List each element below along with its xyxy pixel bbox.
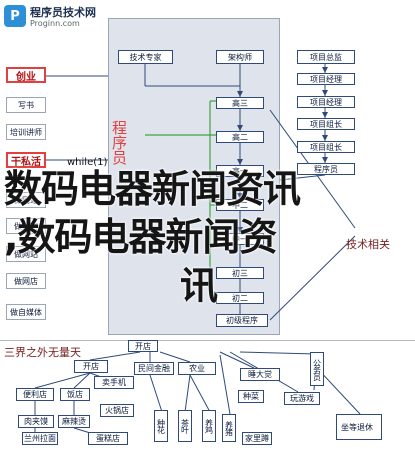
left-item-website-2: 做网站 bbox=[6, 246, 46, 262]
section-divider bbox=[0, 340, 415, 341]
while-loop-label: while(1) bbox=[67, 157, 108, 168]
logo-mark-icon: P bbox=[4, 5, 26, 27]
box-project-director: 项目总监 bbox=[297, 50, 355, 64]
box-open-shop-2: 开店 bbox=[74, 360, 108, 373]
box-programmer: 程序员 bbox=[297, 163, 355, 175]
box-lanzhou-noodles: 兰州拉面 bbox=[22, 432, 58, 445]
box-pigs: 养猪 bbox=[222, 414, 236, 442]
site-logo: P 程序员技术网 Proginn.com bbox=[2, 2, 96, 32]
overlay-title-line1: 数码电器新闻资讯 bbox=[4, 167, 301, 211]
box-malatang: 麻辣烫 bbox=[58, 415, 90, 428]
box-project-manager: 项目经理 bbox=[297, 73, 355, 85]
left-item-startup: 创业 bbox=[6, 67, 46, 83]
section-label-tech: 技术相关 bbox=[346, 238, 390, 251]
box-project-manager-2: 项目经理 bbox=[297, 96, 355, 108]
box-sleep: 睡大觉 bbox=[240, 368, 280, 381]
box-sell-phones: 卖手机 bbox=[94, 376, 134, 389]
box-mid-1: 中一 bbox=[216, 233, 264, 245]
box-senior-3: 高三 bbox=[216, 97, 264, 109]
box-team-lead-2: 项目组长 bbox=[297, 141, 355, 153]
box-retire: 坐等退休 bbox=[336, 414, 382, 440]
section-label-beyond: 三界之外无量天 bbox=[4, 346, 81, 359]
box-mid-2: 中二 bbox=[216, 199, 264, 211]
box-tech-expert: 技术专家 bbox=[118, 50, 173, 64]
logo-name: 程序员技术网 bbox=[30, 6, 96, 19]
box-agriculture: 农业 bbox=[178, 362, 216, 375]
box-junior-3: 初三 bbox=[216, 267, 264, 279]
box-stay-home: 家里蹲 bbox=[242, 432, 272, 445]
left-item-trainer: 培训讲师 bbox=[6, 124, 46, 140]
box-architect: 架构师 bbox=[216, 50, 264, 64]
box-cake-shop: 蛋糕店 bbox=[88, 432, 128, 445]
left-item-webshop: 做网店 bbox=[6, 218, 46, 234]
overlay-title-line3: 讯 bbox=[180, 264, 219, 308]
panel-vertical-label: 程序员 bbox=[110, 120, 128, 165]
box-vegetables: 种菜 bbox=[238, 390, 264, 403]
box-chicken: 养鸡 bbox=[202, 410, 216, 442]
box-tea: 茶叶 bbox=[178, 410, 192, 442]
box-convenience-store: 便利店 bbox=[16, 388, 54, 401]
box-roujiamo: 肉夹馍 bbox=[18, 415, 54, 428]
box-folk-finance: 民间金融 bbox=[134, 362, 174, 375]
box-team-lead: 项目组长 bbox=[297, 118, 355, 130]
left-item-website: 做网站 bbox=[6, 192, 46, 208]
box-play-games: 玩游戏 bbox=[284, 392, 320, 405]
box-flowers: 种花 bbox=[154, 410, 168, 442]
left-item-write-book: 写书 bbox=[6, 97, 46, 113]
overlay-title-line2: ,数码电器新闻资 bbox=[4, 215, 277, 259]
box-junior-2: 初二 bbox=[216, 292, 264, 304]
box-senior-1: 高一 bbox=[216, 165, 264, 177]
logo-domain: Proginn.com bbox=[30, 19, 80, 28]
box-restaurant: 饭店 bbox=[60, 388, 90, 401]
left-item-media: 做自媒体 bbox=[6, 304, 46, 320]
box-open-shop: 开店 bbox=[128, 340, 158, 352]
box-civil-servant: 公务员 bbox=[310, 352, 324, 386]
box-junior-programmer: 初级程序 bbox=[216, 314, 268, 327]
box-senior-2: 高二 bbox=[216, 131, 264, 143]
left-item-webshop-2: 做网店 bbox=[6, 273, 46, 289]
left-item-freelance: 干私活 bbox=[6, 152, 46, 168]
box-hotpot: 火锅店 bbox=[100, 404, 134, 417]
